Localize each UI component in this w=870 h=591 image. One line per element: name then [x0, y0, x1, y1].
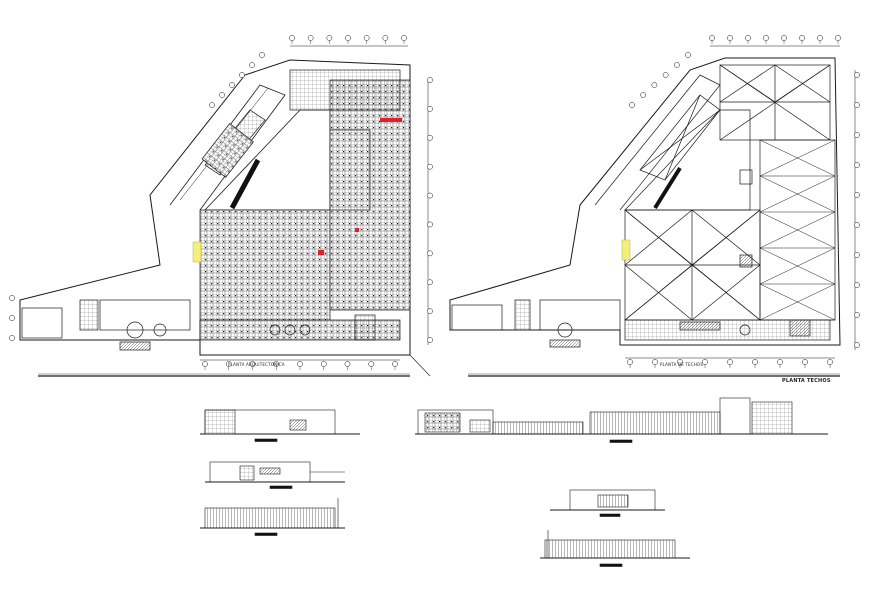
grid-markers-diagonal: [629, 52, 691, 108]
grid-bubble: [763, 35, 769, 41]
elevation-5: [550, 489, 665, 517]
grid-bubble: [249, 361, 256, 367]
grid-bubble: [427, 279, 433, 286]
grid-bubble: [427, 308, 433, 314]
plan-right-title: PLANTA DE TECHOS: [660, 362, 704, 367]
grid-bubble: [392, 361, 398, 367]
grid-bubble: [802, 359, 808, 365]
roof-plan-right: [449, 35, 860, 377]
grid-bubble: [427, 250, 433, 257]
roof-truss: [759, 211, 836, 249]
grid-bubble: [854, 222, 860, 228]
grid-bubble: [835, 35, 841, 41]
grid-bubble: [225, 361, 232, 367]
roof-truss: [759, 283, 836, 321]
grid-bubble: [702, 359, 708, 365]
grid-bubble: [854, 282, 860, 288]
grid-bubble: [9, 295, 15, 301]
grid-bubble: [368, 361, 375, 367]
roof-truss: [759, 175, 836, 213]
grid-bubble: [345, 35, 351, 41]
grid-bubble: [817, 35, 823, 41]
grid-bubble: [202, 361, 208, 367]
grid-markers-left: [9, 295, 15, 341]
elevation-1: [200, 409, 360, 442]
grid-bubble: [854, 162, 860, 168]
roof-truss: [759, 247, 836, 285]
grid-markers-bottom: [627, 359, 833, 368]
grid-bubble: [799, 35, 805, 41]
grid-bubble: [662, 72, 669, 78]
elevation-3: [200, 498, 345, 536]
grid-bubble: [651, 82, 658, 88]
grid-bubble: [854, 72, 860, 78]
grid-bubble: [854, 312, 860, 318]
grid-bubble: [709, 35, 715, 41]
grid-bubble: [854, 192, 860, 198]
grid-bubble: [229, 82, 235, 88]
grid-markers-top: [709, 35, 841, 44]
grid-bubble: [854, 342, 860, 348]
grid-bubble: [427, 337, 433, 343]
grid-bubble: [427, 192, 433, 199]
grid-bubble: [259, 52, 265, 58]
grid-bubble: [427, 106, 433, 112]
elevation-4-long: [415, 397, 828, 443]
grid-bubble: [777, 359, 783, 365]
grid-bubble: [673, 62, 680, 68]
grid-bubble: [401, 35, 407, 41]
grid-bubble: [363, 35, 370, 41]
grid-bubble: [854, 102, 860, 108]
grid-markers-top: [289, 35, 407, 44]
grid-bubble: [685, 52, 691, 58]
grid-bubble: [427, 134, 433, 141]
roof-truss: [759, 139, 836, 177]
grid-bubble: [427, 163, 433, 170]
grid-bubble: [752, 359, 758, 365]
grid-bubble: [745, 35, 751, 41]
grid-bubble: [854, 132, 860, 138]
grid-markers-right: [854, 72, 860, 348]
roof-strip-trusses: [759, 139, 836, 321]
grid-bubble: [249, 62, 255, 68]
grid-bubble: [640, 92, 647, 98]
grid-markers-diagonal: [209, 52, 265, 108]
grid-bubble: [320, 361, 327, 367]
grid-markers-right: [427, 77, 433, 343]
grid-bubble: [652, 359, 658, 365]
plan-right-corner-label: PLANTA TECHOS: [782, 378, 831, 384]
grid-bubble: [781, 35, 787, 41]
grid-bubble: [427, 221, 433, 228]
plan-left-title: PLANTA ARQUITECTONICA: [228, 362, 285, 367]
grid-bubble: [289, 35, 295, 41]
grid-bubble: [727, 359, 733, 365]
grid-bubble: [297, 361, 303, 367]
grid-bubble: [273, 361, 280, 367]
grid-bubble: [209, 102, 215, 108]
grid-bubble: [219, 92, 225, 98]
elevation-6: [540, 530, 690, 567]
grid-bubble: [326, 35, 333, 41]
grid-bubble: [9, 335, 15, 341]
grid-bubble: [344, 361, 351, 367]
grid-bubble: [627, 359, 633, 365]
grid-bubble: [239, 72, 245, 78]
floor-plan-left: [9, 35, 433, 377]
elevation-2: [205, 461, 345, 489]
grid-bubble: [854, 252, 860, 258]
grid-bubble: [677, 359, 683, 365]
grid-bubble: [827, 359, 833, 365]
grid-bubble: [307, 35, 314, 41]
grid-bubble: [427, 77, 433, 83]
grid-bubble: [629, 102, 635, 108]
grid-markers-bottom: [202, 361, 398, 370]
grid-bubble: [382, 35, 389, 41]
grid-bubble: [9, 315, 15, 321]
grid-bubble: [727, 35, 733, 41]
